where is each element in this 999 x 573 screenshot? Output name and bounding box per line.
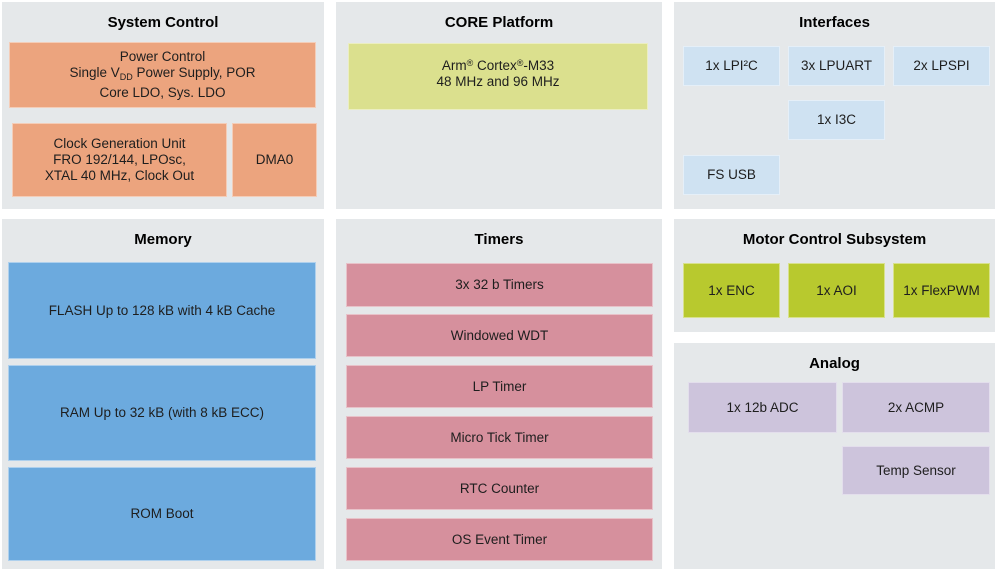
clock-line2: FRO 192/144, LPOsc,	[53, 152, 186, 167]
power-control-line1: Power Control	[119, 49, 206, 64]
32b-timers-label: 3x 32 b Timers	[455, 277, 544, 292]
core-platform-title: CORE Platform	[444, 14, 554, 31]
interfaces-title: Interfaces	[799, 14, 870, 31]
flexpwm-block: 1x FlexPWM	[893, 263, 990, 318]
lpi2c-label: 1x LPI²C	[705, 58, 758, 73]
windowed-wdt-block: Windowed WDT	[346, 314, 653, 357]
i3c-block: 1x I3C	[788, 100, 885, 140]
aoi-block: 1x AOI	[788, 263, 885, 318]
rtc-counter-block: RTC Counter	[346, 467, 653, 510]
rom-boot-block: ROM Boot	[8, 467, 316, 561]
power-control-block: Power Control Single VDD Power Supply, P…	[9, 42, 316, 108]
text-segment: Arm	[441, 58, 467, 73]
lpspi-block: 2x LPSPI	[893, 46, 990, 86]
lpi2c-block: 1x LPI²C	[683, 46, 780, 86]
adc-label: 1x 12b ADC	[726, 399, 799, 415]
cortex-m33-block: Arm® Cortex®-M33 48 MHz and 96 MHz	[348, 43, 648, 110]
text-segment: Power Supply, POR	[132, 65, 256, 80]
core-platform-panel: CORE Platform Arm® Cortex®-M33 48 MHz an…	[336, 2, 662, 209]
temp-sensor-block: Temp Sensor	[842, 446, 990, 495]
clock-line3: XTAL 40 MHz, Clock Out	[44, 168, 195, 183]
flexpwm-label: 1x FlexPWM	[903, 282, 980, 298]
flash-label: FLASH Up to 128 kB with 4 kB Cache	[48, 302, 276, 318]
registered-mark: ®	[466, 58, 474, 68]
lp-timer-label: LP Timer	[472, 378, 527, 394]
ram-block: RAM Up to 32 kB (with 8 kB ECC)	[8, 365, 316, 461]
fs-usb-block: FS USB	[683, 155, 780, 195]
enc-label: 1x ENC	[708, 282, 755, 298]
acmp-block: 2x ACMP	[842, 382, 990, 433]
analog-title: Analog	[809, 355, 860, 372]
cpu-line1: Arm® Cortex®-M33	[442, 55, 554, 74]
enc-block: 1x ENC	[683, 263, 780, 318]
text-segment: Cortex	[473, 58, 517, 73]
lp-timer-block: LP Timer	[346, 365, 653, 408]
fs-usb-label: FS USB	[707, 167, 756, 182]
timers-title: Timers	[474, 231, 524, 248]
os-event-timer-label: OS Event Timer	[451, 531, 548, 547]
motor-control-title: Motor Control Subsystem	[742, 231, 927, 248]
power-control-line3: Core LDO, Sys. LDO	[99, 85, 226, 100]
dma0-label: DMA0	[255, 152, 294, 167]
flash-block: FLASH Up to 128 kB with 4 kB Cache	[8, 262, 316, 359]
memory-title: Memory	[134, 231, 192, 248]
dma0-block: DMA0	[232, 123, 317, 197]
lpuart-label: 3x LPUART	[800, 58, 873, 73]
windowed-wdt-label: Windowed WDT	[450, 327, 549, 343]
system-control-panel: System Control Power Control Single VDD …	[2, 2, 324, 209]
lpuart-block: 3x LPUART	[788, 46, 885, 86]
micro-tick-timer-label: Micro Tick Timer	[450, 429, 549, 445]
micro-tick-timer-block: Micro Tick Timer	[346, 416, 653, 459]
power-control-line2: Single VDD Power Supply, POR	[69, 65, 255, 85]
vdd-subscript: DD	[119, 72, 133, 82]
os-event-timer-block: OS Event Timer	[346, 518, 653, 561]
ram-label: RAM Up to 32 kB (with 8 kB ECC)	[59, 405, 265, 420]
i3c-label: 1x I3C	[816, 112, 857, 127]
acmp-label: 2x ACMP	[887, 399, 945, 415]
text-segment: Single V	[69, 65, 120, 80]
cpu-line2: 48 MHz and 96 MHz	[436, 74, 560, 89]
text-segment: -M33	[523, 58, 555, 73]
timers-panel: Timers 3x 32 b Timers Windowed WDT LP Ti…	[336, 219, 662, 569]
system-control-title: System Control	[107, 14, 219, 31]
interfaces-panel: Interfaces 1x LPI²C 3x LPUART 2x LPSPI 1…	[674, 2, 995, 209]
aoi-label: 1x AOI	[816, 282, 857, 298]
adc-block: 1x 12b ADC	[688, 382, 837, 433]
analog-panel: Analog 1x 12b ADC 2x ACMP Temp Sensor	[674, 343, 995, 569]
32b-timers-block: 3x 32 b Timers	[346, 263, 653, 307]
registered-mark: ®	[516, 58, 524, 68]
clock-generation-block: Clock Generation Unit FRO 192/144, LPOsc…	[12, 123, 227, 197]
clock-line1: Clock Generation Unit	[53, 136, 186, 151]
rom-boot-label: ROM Boot	[130, 506, 194, 521]
memory-panel: Memory FLASH Up to 128 kB with 4 kB Cach…	[2, 219, 324, 569]
motor-control-panel: Motor Control Subsystem 1x ENC 1x AOI 1x…	[674, 219, 995, 332]
rtc-counter-label: RTC Counter	[459, 480, 540, 496]
temp-sensor-label: Temp Sensor	[876, 462, 956, 478]
lpspi-label: 2x LPSPI	[913, 58, 970, 73]
